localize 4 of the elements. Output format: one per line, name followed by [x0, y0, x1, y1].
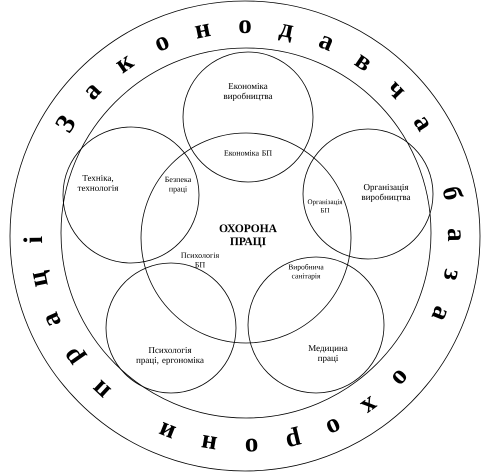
overlap-label: Безпека праці	[164, 176, 192, 194]
overlap-label: Психологія БП	[181, 252, 220, 268]
overlap-label: Економіка БП	[224, 150, 272, 156]
outer-circle	[10, 0, 480, 472]
